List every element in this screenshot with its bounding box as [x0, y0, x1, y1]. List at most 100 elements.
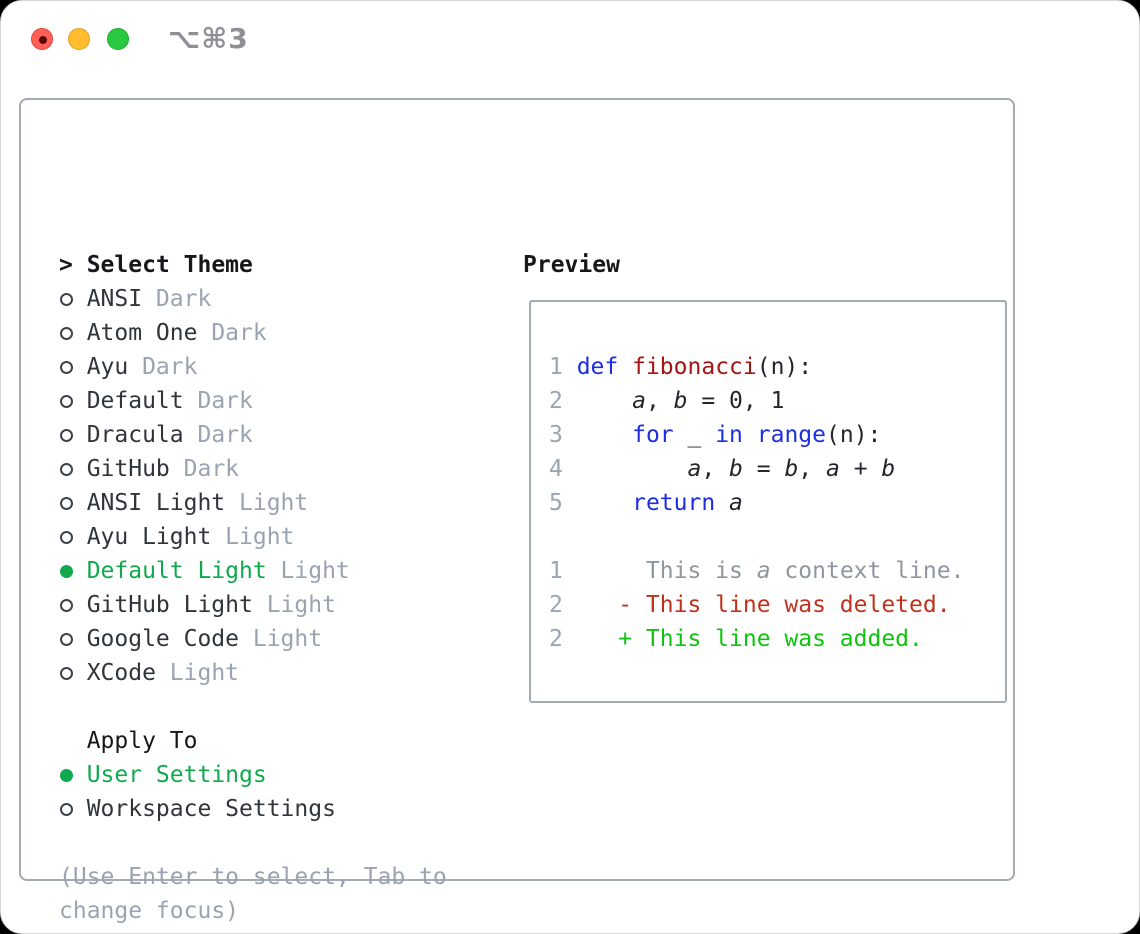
theme-option-atom-one[interactable]: Atom One Dark: [59, 316, 499, 350]
code-token: def: [576, 354, 619, 380]
keyboard-hint-text: (Use Enter to select, Tab to change focu…: [59, 864, 447, 924]
theme-option-ansi-light[interactable]: ANSI Light Light: [59, 486, 499, 520]
code-token: fibonacci: [632, 354, 757, 380]
zoom-button[interactable]: [107, 28, 129, 50]
theme-option-github[interactable]: GitHub Dark: [59, 452, 499, 486]
apply-option-workspace-settings[interactable]: Workspace Settings: [59, 792, 499, 826]
code-token: a: [687, 456, 702, 482]
radio-unselected-icon: [60, 394, 73, 408]
code-token: (n):: [756, 354, 813, 380]
theme-variant: Dark: [197, 388, 253, 414]
theme-variant: Dark: [197, 422, 253, 448]
theme-name: Atom One: [86, 320, 198, 346]
spacer: [59, 826, 499, 860]
apply-to-heading: Apply To: [86, 728, 198, 754]
theme-variant: Light: [252, 626, 323, 652]
code-token: [563, 626, 618, 652]
theme-option-default-light[interactable]: Default Light Light: [59, 554, 499, 588]
theme-variant: Dark: [183, 456, 240, 482]
code-token: [743, 422, 757, 448]
apply-option-label: User Settings: [86, 762, 267, 788]
code-token: [715, 490, 729, 516]
code-token: b: [881, 456, 896, 482]
code-token: a: [756, 558, 771, 584]
code-token: [563, 456, 688, 482]
theme-option-google-code[interactable]: Google Code Light: [59, 622, 499, 656]
line-number: 2: [549, 626, 563, 652]
code-token: ,: [701, 456, 730, 482]
code-token: range: [756, 422, 826, 448]
code-token: [563, 388, 632, 414]
theme-option-github-light[interactable]: GitHub Light Light: [59, 588, 499, 622]
radio-unselected-icon: [60, 496, 73, 510]
code-token: b: [784, 456, 799, 482]
theme-name: ANSI Light: [86, 490, 226, 516]
radio-unselected-icon: [60, 292, 73, 306]
code-token: ,: [645, 388, 674, 414]
radio-selected-icon: [60, 768, 73, 782]
code-line: 2 a, b = 0, 1: [549, 384, 964, 418]
code-line: 5 return a: [549, 486, 964, 520]
code-token: for: [632, 422, 674, 448]
code-token: b: [673, 388, 688, 414]
theme-option-default[interactable]: Default Dark: [59, 384, 499, 418]
theme-name: GitHub: [86, 456, 170, 482]
code-token: [563, 422, 632, 448]
theme-variant: Dark: [155, 286, 212, 312]
theme-name: Default: [86, 388, 184, 414]
theme-name: Google Code: [86, 626, 240, 652]
code-token: a: [826, 456, 840, 482]
theme-name: ANSI: [86, 286, 143, 312]
code-token: b: [729, 456, 743, 482]
line-number: 3: [549, 422, 563, 448]
radio-unselected-icon: [60, 462, 73, 476]
code-line: 2 - This line was deleted.: [549, 588, 964, 622]
theme-name: Default Light: [86, 558, 267, 584]
code-token: [618, 354, 632, 380]
code-line: 3 for _ in range(n):: [549, 418, 964, 452]
code-line: 2 + This line was added.: [549, 622, 964, 656]
theme-option-ayu-light[interactable]: Ayu Light Light: [59, 520, 499, 554]
window-title: ⌥⌘3: [168, 22, 249, 55]
blank-line: [549, 520, 964, 554]
theme-variant: Light: [225, 524, 295, 550]
minimize-button[interactable]: [68, 28, 90, 50]
theme-option-ansi[interactable]: ANSI Dark: [59, 282, 499, 316]
code-token: +: [839, 456, 882, 482]
theme-option-dracula[interactable]: Dracula Dark: [59, 418, 499, 452]
close-button[interactable]: [31, 28, 53, 50]
preview-heading: Preview: [523, 252, 620, 278]
theme-variant: Light: [266, 592, 336, 618]
radio-unselected-icon: [60, 360, 73, 374]
code-token: - This line was deleted.: [618, 592, 951, 618]
theme-variant: Light: [239, 490, 309, 516]
code-line: 4 a, b = b, a + b: [549, 452, 964, 486]
theme-variant: Dark: [211, 320, 267, 346]
code-token: _: [673, 422, 716, 448]
theme-variant: Dark: [142, 354, 198, 380]
line-number: 5: [549, 490, 563, 516]
radio-unselected-icon: [60, 632, 73, 646]
theme-variant: Light: [280, 558, 350, 584]
theme-name: Dracula: [86, 422, 184, 448]
radio-unselected-icon: [60, 666, 73, 680]
code-token: = 0, 1: [687, 388, 785, 414]
theme-name: Ayu Light: [86, 524, 212, 550]
select-theme-heading-label: Select Theme: [86, 252, 253, 278]
code-token: =: [742, 456, 785, 482]
code-token: ,: [798, 456, 826, 482]
apply-option-label: Workspace Settings: [86, 796, 336, 822]
apply-option-user-settings[interactable]: User Settings: [59, 758, 499, 792]
radio-unselected-icon: [60, 598, 73, 612]
theme-name: GitHub Light: [86, 592, 253, 618]
radio-unselected-icon: [60, 802, 73, 816]
select-theme-heading: >Select Theme: [59, 248, 499, 282]
spacer: [59, 690, 499, 724]
